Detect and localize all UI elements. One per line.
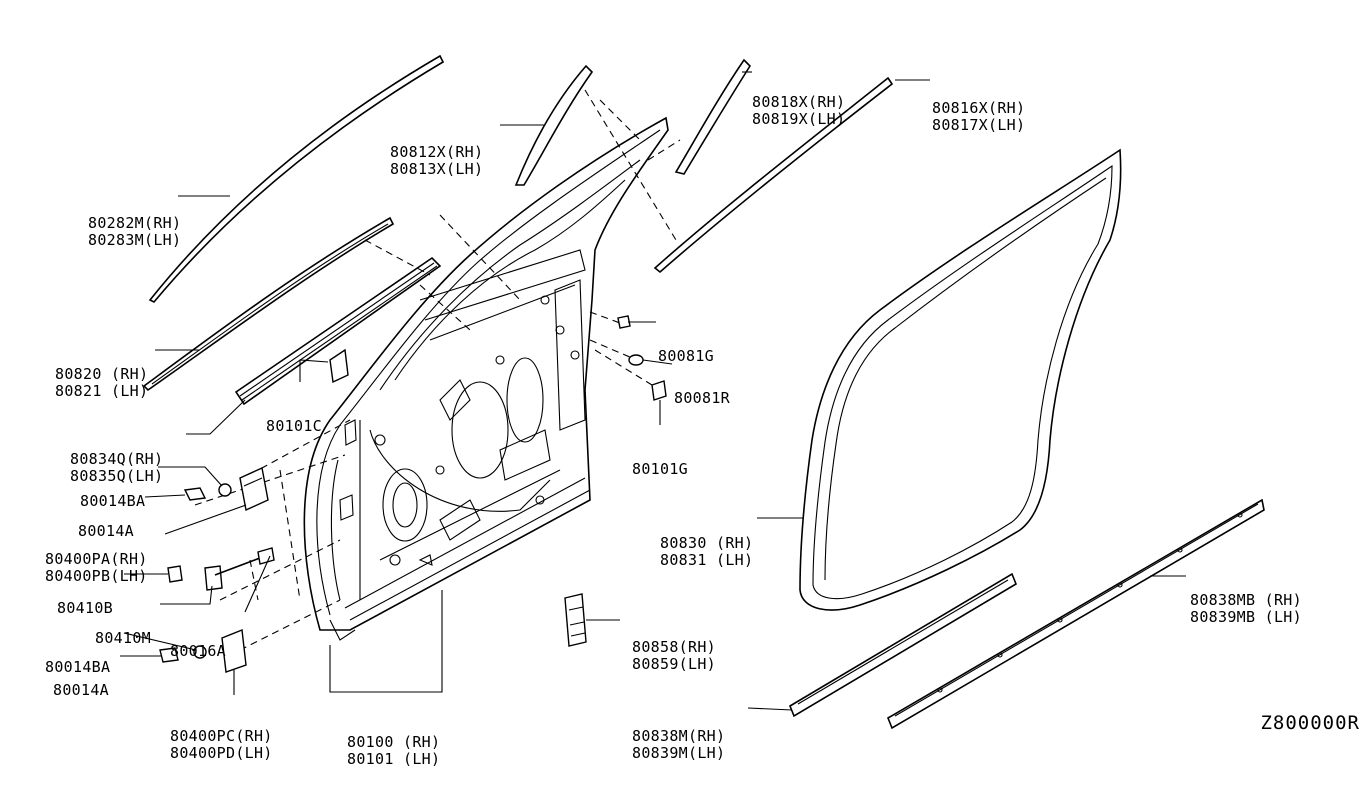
sill-seal-lower — [789, 572, 1017, 718]
label-80101c: 80101C — [266, 417, 322, 435]
label-80016a: 80016A — [170, 642, 226, 660]
label-80101g: 80101G — [632, 460, 688, 478]
label-80838mb: 80838MB (RH)80839MB (LH) — [1190, 591, 1302, 626]
clip-80081g — [617, 315, 631, 329]
figure-code: Z800000R — [1260, 712, 1360, 734]
label-80858: 80858(RH)80859(LH) — [632, 638, 716, 673]
lower-hinge — [159, 629, 247, 673]
assembly-dash-lines — [194, 89, 681, 651]
label-80282m: 80282M(RH)80283M(LH) — [88, 214, 182, 249]
outer-moulding-strip — [148, 54, 445, 303]
inner-belt-seal — [142, 216, 395, 392]
bracket-80101c — [329, 348, 349, 384]
label-80830: 80830 (RH)80831 (LH) — [660, 534, 754, 569]
outer-belt-seal — [234, 256, 442, 406]
upper-weatherstrip — [653, 76, 894, 274]
clip-80101g — [651, 380, 667, 401]
leader-lines — [120, 71, 1186, 711]
label-80410m: 80410M — [95, 629, 151, 647]
label-80014a-top: 80014A — [78, 522, 134, 540]
label-80410b: 80410B — [57, 599, 113, 617]
label-80818x: 80818X(RH)80819X(LH) — [752, 93, 846, 128]
check-link — [167, 547, 275, 591]
door-switch — [564, 593, 587, 647]
door-panel — [303, 116, 669, 641]
label-80812x: 80812X(RH)80813X(LH) — [390, 143, 484, 178]
upper-hinge — [183, 466, 269, 512]
label-80081g: 80081G — [658, 347, 714, 365]
sash-cover — [514, 64, 594, 186]
label-80014a-bot: 80014A — [53, 681, 109, 699]
door-parts-diagram — [120, 54, 1265, 730]
label-80838m: 80838M(RH)80839M(LH) — [632, 727, 726, 762]
label-80014ba-top: 80014BA — [80, 492, 146, 510]
sill-seal-upper — [887, 498, 1265, 730]
clip-80081r — [628, 354, 644, 366]
label-80820: 80820 (RH)80821 (LH) — [55, 365, 149, 400]
label-80014ba-bot: 80014BA — [45, 658, 111, 676]
label-80400pa: 80400PA(RH)80400PB(LH) — [45, 550, 148, 585]
label-80100: 80100 (RH)80101 (LH) — [347, 733, 441, 768]
label-80081r: 80081R — [674, 389, 730, 407]
label-80834q: 80834Q(RH)80835Q(LH) — [70, 450, 164, 485]
door-weatherstrip — [799, 148, 1122, 611]
sash-trim — [674, 58, 752, 175]
label-80400pc: 80400PC(RH)80400PD(LH) — [170, 727, 273, 762]
label-80816x: 80816X(RH)80817X(LH) — [932, 99, 1026, 134]
